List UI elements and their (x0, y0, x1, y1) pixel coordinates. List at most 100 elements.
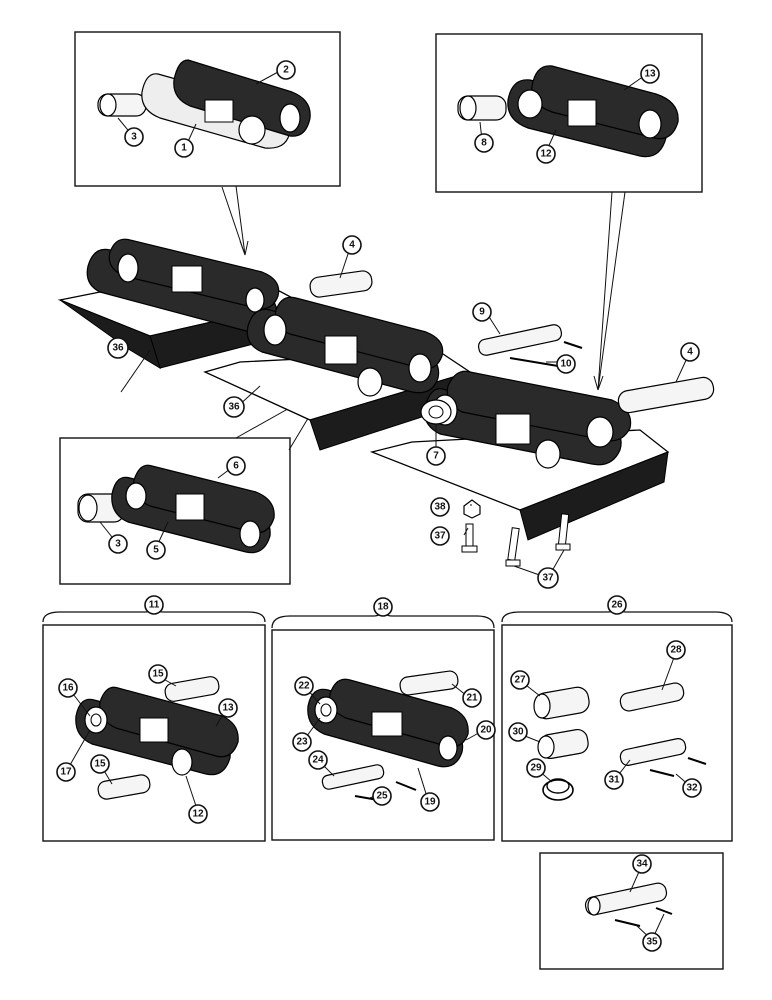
callout-29-label: 29 (530, 763, 542, 774)
callout-12-g11-label: 12 (192, 809, 204, 820)
inset-box-group-11 (42, 624, 266, 842)
callout-20-label: 20 (480, 725, 492, 736)
callout-34: 34 (632, 854, 652, 874)
callout-4-top: 4 (342, 235, 362, 255)
callout-36-left: 36 (107, 337, 129, 359)
callout-28-label: 28 (670, 645, 682, 656)
callout-8: 8 (474, 133, 494, 153)
callout-26-label: 26 (611, 600, 623, 611)
callout-13-label: 13 (644, 69, 656, 80)
callout-31: 31 (604, 770, 624, 790)
callout-12-g11: 12 (188, 804, 208, 824)
callout-27: 27 (510, 670, 530, 690)
callout-9-label: 9 (479, 307, 485, 318)
inset-box-link-lower-left (59, 437, 291, 585)
inset-box-pin-34 (539, 852, 724, 970)
inset-box-link-upper-right (435, 33, 703, 193)
callout-25: 25 (372, 786, 392, 806)
callout-4-right: 4 (680, 342, 700, 362)
callout-23: 23 (292, 732, 312, 752)
callout-30: 30 (508, 722, 528, 742)
callout-1: 1 (174, 138, 194, 158)
callout-24-label: 24 (312, 755, 324, 766)
callout-37-right-label: 37 (542, 573, 554, 584)
inset-pin-34-parts (584, 882, 673, 927)
group-18-parts (307, 670, 469, 801)
callout-6: 6 (226, 456, 246, 476)
callout-7: 7 (426, 446, 446, 466)
callout-15-bottom-label: 15 (94, 759, 106, 770)
callout-25-label: 25 (376, 791, 388, 802)
callout-3-lower-label: 3 (115, 539, 121, 550)
callout-4-top-label: 4 (349, 240, 355, 251)
callout-18-label: 18 (377, 602, 389, 613)
inset-lower-left-parts (77, 464, 275, 554)
callout-37-left: 37 (430, 526, 450, 546)
callout-7-label: 7 (433, 451, 439, 462)
callout-13: 13 (640, 64, 660, 84)
main-track-assembly (57, 238, 715, 567)
callout-3-lower: 3 (108, 534, 128, 554)
pointer-upper-right (593, 191, 626, 391)
callout-6-label: 6 (233, 461, 239, 472)
callout-28: 28 (666, 640, 686, 660)
callout-3-label: 3 (131, 132, 137, 143)
callout-2: 2 (276, 60, 296, 80)
callout-15-top-label: 15 (152, 669, 164, 680)
callout-9: 9 (472, 302, 492, 322)
callout-13-g11-label: 13 (222, 703, 234, 714)
callout-30-label: 30 (512, 727, 524, 738)
callout-10: 10 (556, 354, 576, 374)
callout-29: 29 (526, 758, 546, 778)
callout-15-top: 15 (148, 664, 168, 684)
callout-38: 38 (430, 497, 450, 517)
group-26-parts (533, 682, 707, 801)
callout-36-mid-label: 36 (228, 402, 240, 413)
callout-12: 12 (536, 144, 556, 164)
inset-box-group-26 (501, 624, 733, 842)
callout-4-right-label: 4 (687, 347, 693, 358)
callout-32: 32 (682, 778, 702, 798)
callout-16: 16 (58, 678, 78, 698)
callout-27-label: 27 (514, 675, 526, 686)
callout-21: 21 (462, 688, 482, 708)
callout-12-label: 12 (540, 149, 552, 160)
callout-17-label: 17 (60, 767, 72, 778)
callout-13-g11: 13 (218, 698, 238, 718)
inset-box-master-link-upper-left (74, 31, 341, 187)
callout-35: 35 (642, 932, 662, 952)
callout-34-label: 34 (636, 859, 648, 870)
callout-36-mid: 36 (223, 396, 245, 418)
callout-22: 22 (294, 676, 314, 696)
group-11-parts (75, 676, 239, 800)
callout-31-label: 31 (608, 775, 620, 786)
callout-26: 26 (607, 595, 627, 615)
callout-36-left-label: 36 (112, 343, 124, 354)
callout-3: 3 (124, 127, 144, 147)
inset-upper-right-parts (457, 65, 679, 158)
callout-21-label: 21 (466, 693, 478, 704)
pointer-upper-left (221, 185, 249, 256)
callout-24: 24 (308, 750, 328, 770)
callout-35-label: 35 (646, 937, 658, 948)
callout-5: 5 (146, 540, 166, 560)
inset-upper-left-parts (97, 59, 311, 149)
callout-19: 19 (420, 792, 440, 812)
callout-32-label: 32 (686, 783, 698, 794)
callout-8-label: 8 (481, 138, 487, 149)
callout-23-label: 23 (296, 737, 308, 748)
callout-15-bottom: 15 (90, 754, 110, 774)
callout-10-label: 10 (560, 359, 572, 370)
callout-18: 18 (373, 597, 393, 617)
callout-17: 17 (56, 762, 76, 782)
callout-16-label: 16 (62, 683, 74, 694)
callout-37-left-label: 37 (434, 531, 446, 542)
callout-37-right: 37 (537, 567, 559, 589)
callout-22-label: 22 (298, 681, 310, 692)
callout-11-label: 11 (149, 600, 160, 611)
callout-38-label: 38 (434, 502, 446, 513)
callout-20: 20 (476, 720, 496, 740)
callout-19-label: 19 (424, 797, 436, 808)
callout-1-label: 1 (181, 143, 187, 154)
